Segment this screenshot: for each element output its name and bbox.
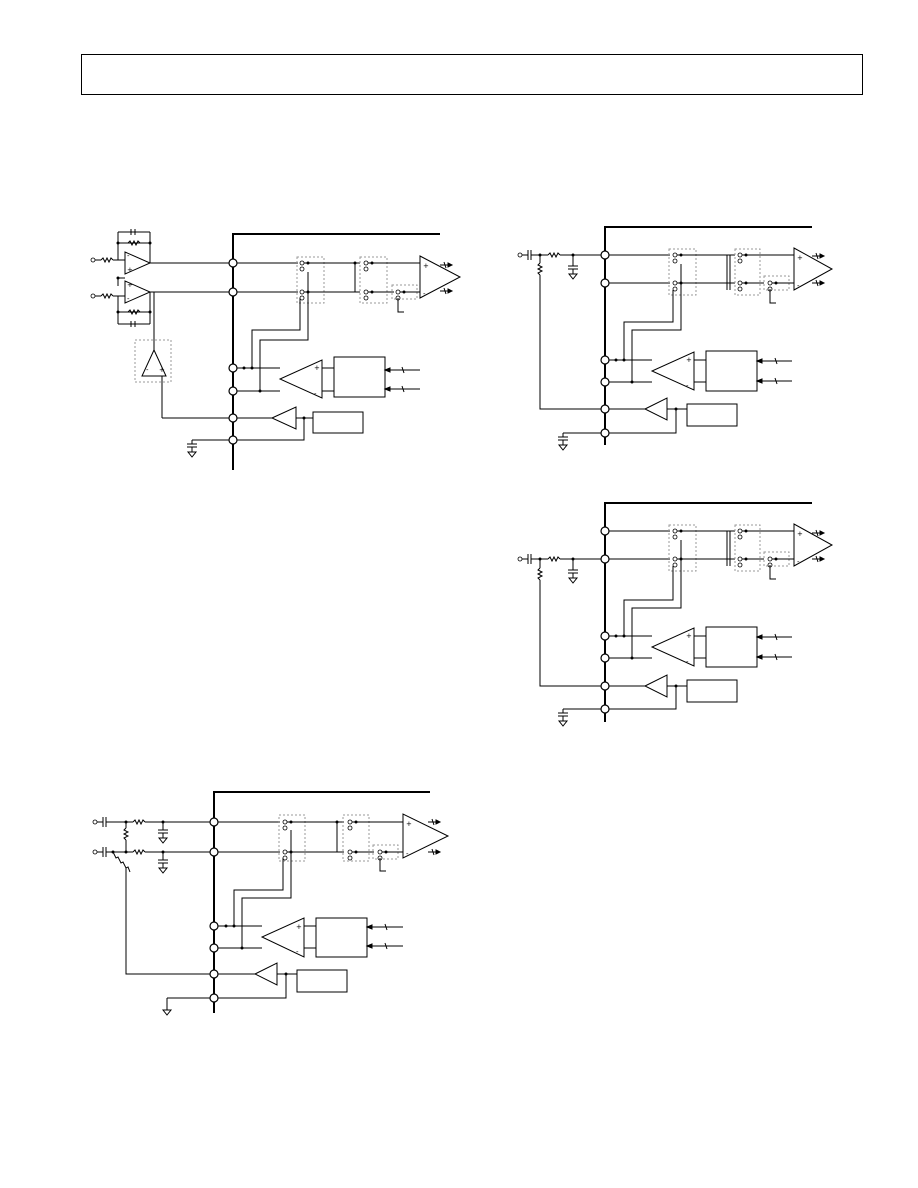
- svg-text:-: -: [423, 290, 426, 298]
- svg-text:-: -: [686, 382, 689, 390]
- svg-text:-: -: [146, 366, 149, 374]
- svg-text:-: -: [314, 390, 317, 398]
- svg-text:-: -: [406, 850, 409, 858]
- svg-text:-: -: [127, 295, 130, 303]
- figure-b-schematic: + - + -: [517, 226, 834, 451]
- figure-c-schematic: + - + -: [517, 502, 834, 727]
- svg-text:-: -: [797, 282, 800, 290]
- svg-text:-: -: [296, 948, 299, 956]
- svg-text:+: +: [686, 632, 692, 640]
- svg-text:+: +: [159, 366, 165, 374]
- svg-text:-: -: [686, 658, 689, 666]
- svg-text:+: +: [797, 254, 803, 262]
- svg-text:+: +: [423, 262, 429, 270]
- svg-text:+: +: [296, 923, 302, 931]
- svg-text:+: +: [797, 530, 803, 538]
- svg-text:+: +: [127, 281, 133, 289]
- svg-text:+: +: [406, 820, 412, 828]
- figure-d-schematic: + - + -: [92, 791, 450, 1016]
- svg-text:-: -: [127, 252, 130, 260]
- svg-text:+: +: [127, 266, 133, 274]
- page-header-box: [81, 54, 863, 95]
- svg-text:+: +: [686, 356, 692, 364]
- svg-text:+: +: [314, 364, 320, 372]
- figure-a-schematic: - + + - - +: [90, 229, 462, 470]
- svg-text:-: -: [797, 558, 800, 566]
